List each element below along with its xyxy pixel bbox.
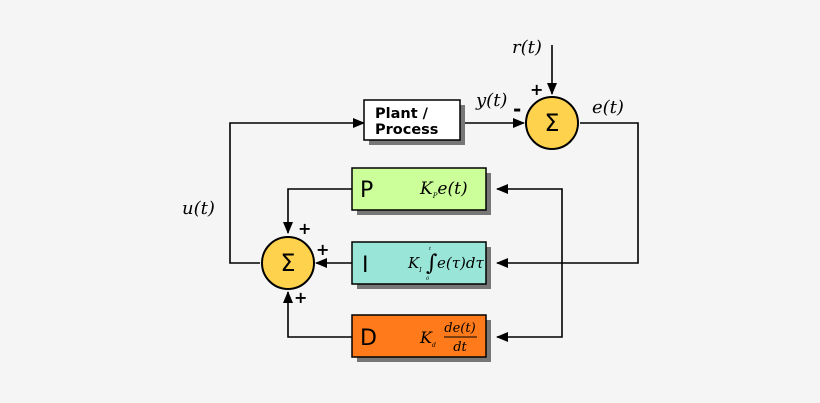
control-signal-label: u(t) bbox=[182, 198, 215, 219]
d-denominator: dt bbox=[453, 340, 467, 355]
d-numerator: de(t) bbox=[444, 321, 475, 336]
p-block: P KPe(t) bbox=[351, 167, 491, 215]
signal-lines bbox=[229, 45, 639, 342]
p-gain-subscript: P bbox=[432, 192, 438, 200]
integral-upper-limit: t bbox=[429, 246, 432, 252]
error-signal-label: e(t) bbox=[592, 97, 624, 118]
error-to-d-branch bbox=[496, 263, 563, 342]
plant-label-line1: Plant / bbox=[375, 106, 429, 122]
reference-signal-label: r(t) bbox=[512, 37, 542, 58]
i-gain-subscript: I bbox=[418, 267, 422, 274]
p-letter: P bbox=[360, 178, 373, 203]
i-gain-text: KI bbox=[407, 254, 422, 274]
integral-lower-limit: 0 bbox=[426, 276, 430, 282]
d-input-plus-sign: + bbox=[294, 288, 307, 307]
i-block: I KI ∫ t 0 e(τ)dτ bbox=[351, 241, 491, 289]
d-block: D Kd de(t) dt bbox=[351, 314, 491, 362]
i-gain: K bbox=[407, 254, 420, 272]
top-sum-minus-sign: - bbox=[513, 97, 521, 121]
plant-block: Plant / Process bbox=[363, 99, 465, 145]
plant-label-line2: Process bbox=[375, 122, 438, 138]
p-gain: K bbox=[419, 179, 434, 199]
d-gain-subscript: d bbox=[432, 342, 436, 349]
control-to-plant-path bbox=[229, 118, 365, 264]
d-letter: D bbox=[360, 326, 377, 351]
p-input-plus-sign: + bbox=[298, 219, 311, 238]
i-input-plus-sign: + bbox=[316, 240, 329, 259]
top-summing-junction: Σ bbox=[525, 96, 579, 150]
p-expression: e(t) bbox=[437, 179, 467, 199]
error-to-p-branch bbox=[496, 184, 563, 263]
top-sum-symbol: Σ bbox=[544, 109, 559, 137]
i-expression: e(τ)dτ bbox=[437, 254, 484, 272]
d-gain-text: Kd bbox=[419, 328, 436, 349]
p-formula: KPe(t) bbox=[419, 179, 468, 200]
top-sum-plus-sign: + bbox=[530, 80, 543, 99]
error-to-i-path bbox=[496, 122, 639, 268]
bottom-sum-symbol: Σ bbox=[280, 249, 295, 277]
integral-sign: ∫ bbox=[426, 251, 438, 276]
i-letter: I bbox=[362, 253, 369, 278]
output-signal-label: y(t) bbox=[475, 90, 507, 111]
d-gain: K bbox=[419, 328, 433, 347]
d-to-sum-arrow bbox=[283, 291, 352, 338]
p-to-sum-arrow bbox=[283, 188, 352, 234]
bottom-summing-junction: Σ bbox=[261, 236, 315, 290]
